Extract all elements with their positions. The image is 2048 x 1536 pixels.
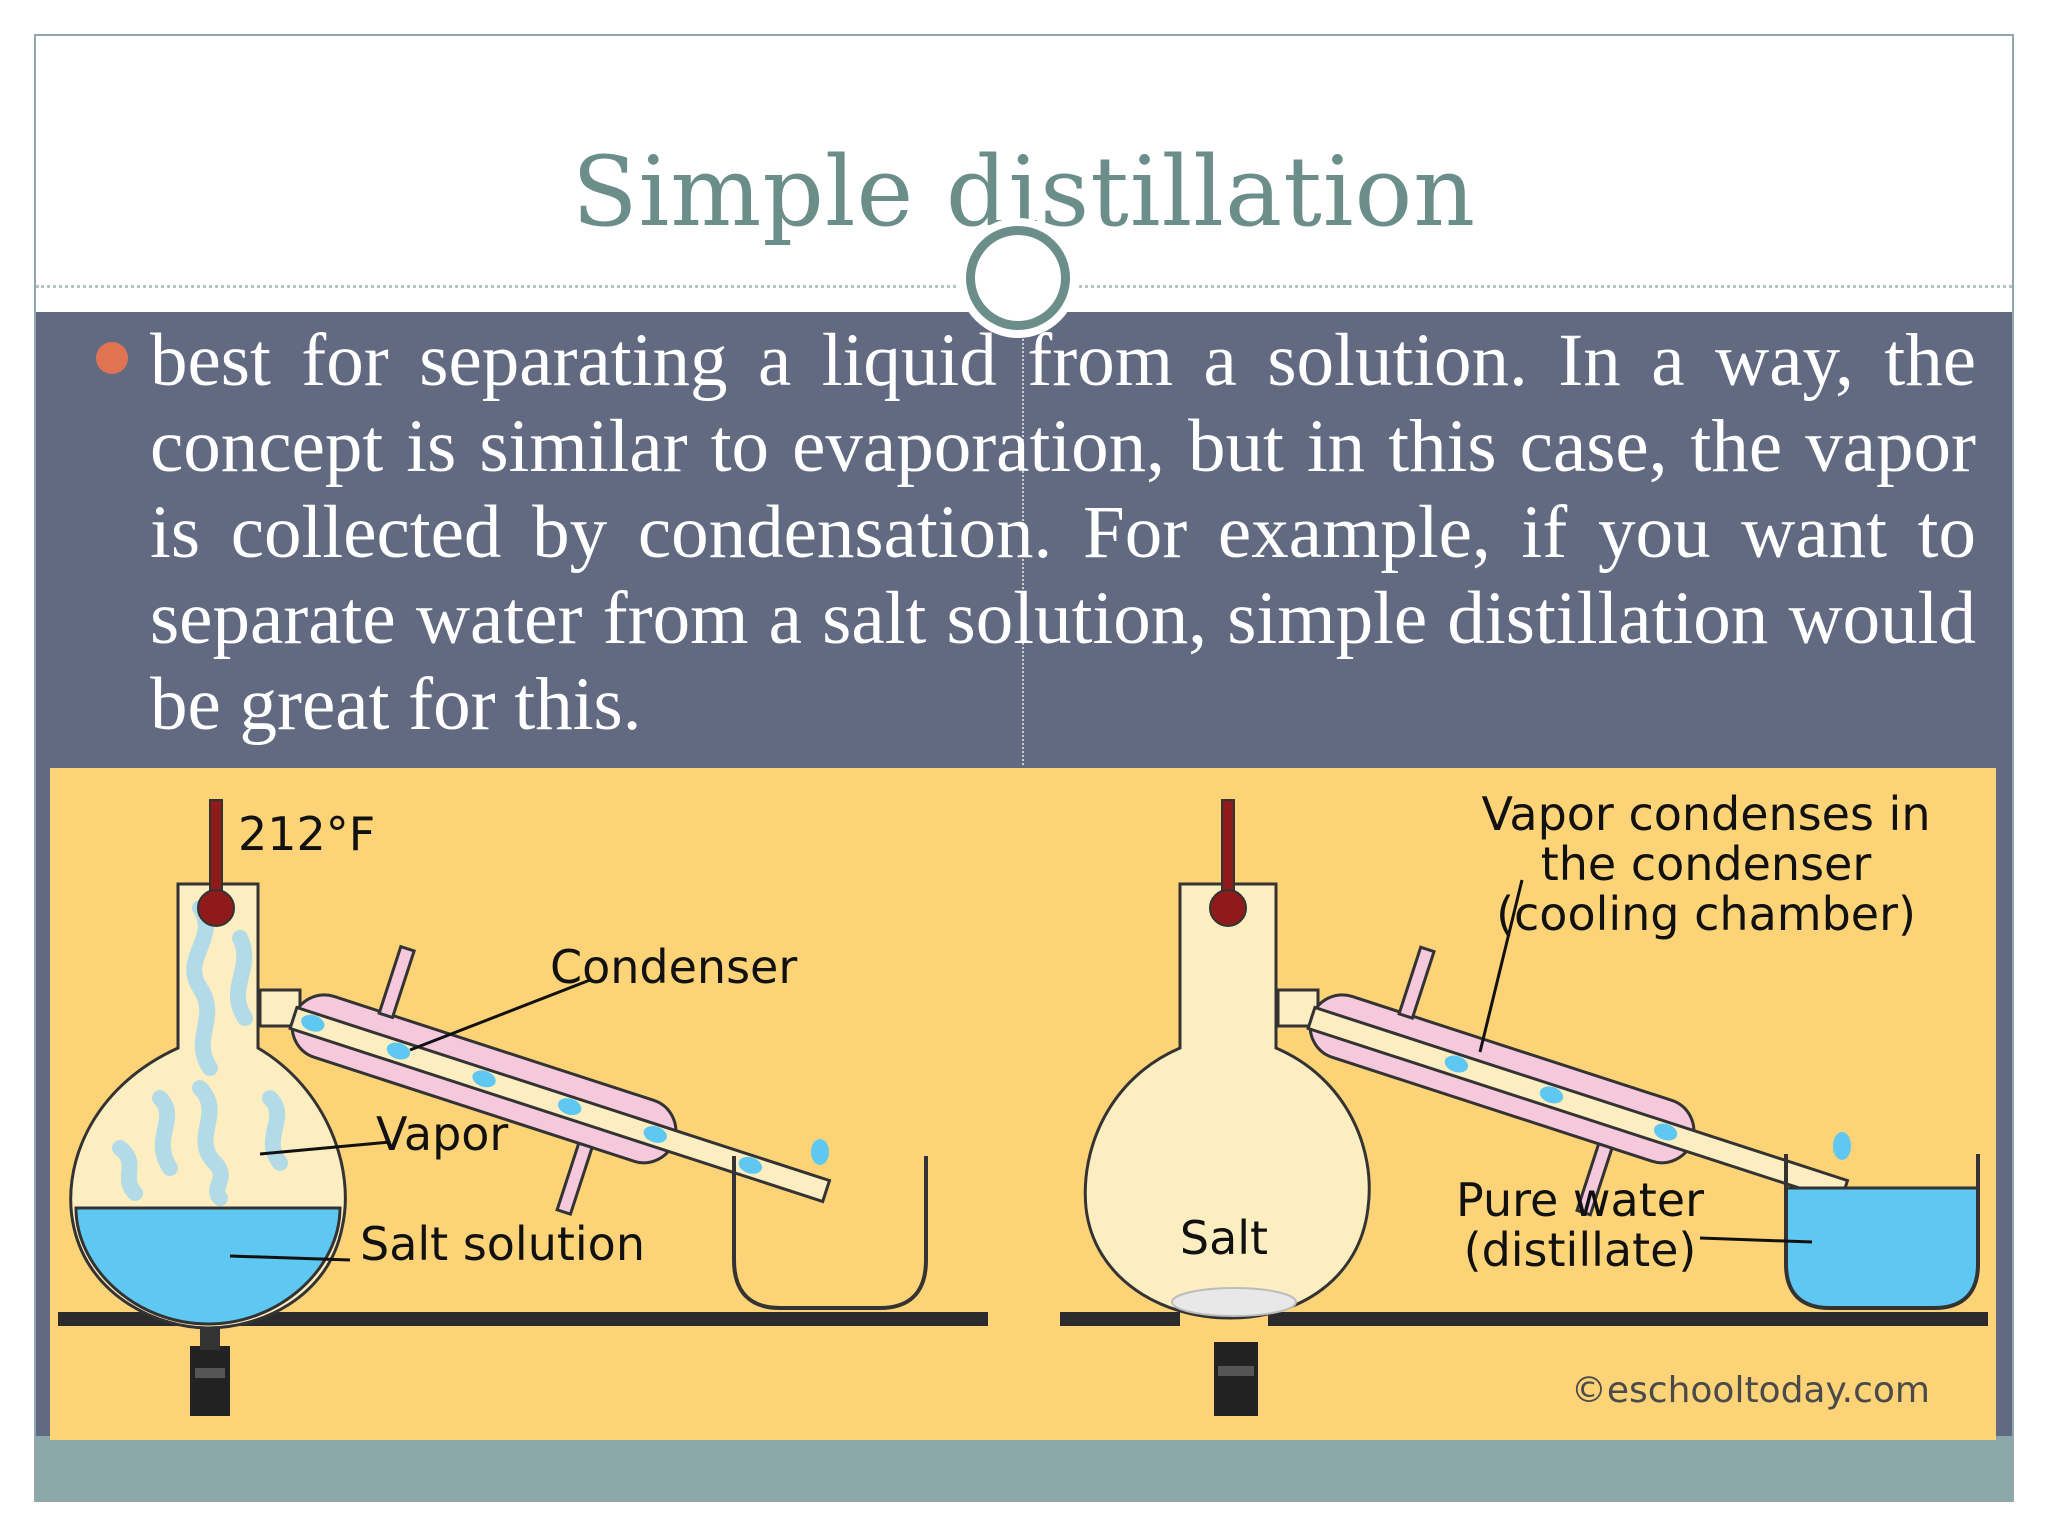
left-burner xyxy=(190,1346,230,1416)
condenser-note-line1: Vapor condenses in xyxy=(1482,787,1931,841)
right-beaker xyxy=(1784,1154,1980,1310)
left-beaker xyxy=(732,1156,928,1310)
salt-label: Salt xyxy=(1180,1211,1268,1265)
left-stand-bar xyxy=(58,1312,988,1326)
right-stand-bar xyxy=(1060,1312,1180,1326)
right-flask xyxy=(1083,882,1371,1320)
right-apparatus: Vapor condenses in the condenser (coolin… xyxy=(1060,787,1988,1416)
footer-band xyxy=(36,1436,2012,1500)
distillation-diagram: 212°F Condenser Vapor Salt solution xyxy=(50,768,1996,1440)
left-apparatus: 212°F Condenser Vapor Salt solution xyxy=(58,799,988,1416)
bullet-text: best for separating a liquid from a solu… xyxy=(150,319,1976,746)
vapor-label: Vapor xyxy=(376,1107,508,1161)
condenser-note-line2: the condenser xyxy=(1541,837,1872,891)
pure-water-label-line1: Pure water xyxy=(1456,1173,1704,1227)
title-circle-ornament xyxy=(966,226,1070,330)
condenser-label: Condenser xyxy=(550,940,797,994)
left-thermometer xyxy=(209,799,223,901)
left-salt-solution xyxy=(74,1206,342,1326)
condenser-note-line3: (cooling chamber) xyxy=(1496,887,1916,941)
right-thermometer xyxy=(1221,799,1235,901)
temperature-label: 212°F xyxy=(238,807,375,861)
right-burner xyxy=(1214,1342,1258,1416)
salt-solution-label: Salt solution xyxy=(360,1217,645,1271)
credit-label: ©eschooltoday.com xyxy=(1571,1370,1930,1411)
pure-water-label-line2: (distillate) xyxy=(1464,1223,1697,1277)
salt-deposit xyxy=(1171,1287,1297,1317)
bullet-icon xyxy=(96,342,128,374)
center-divider-line xyxy=(1022,310,1024,765)
